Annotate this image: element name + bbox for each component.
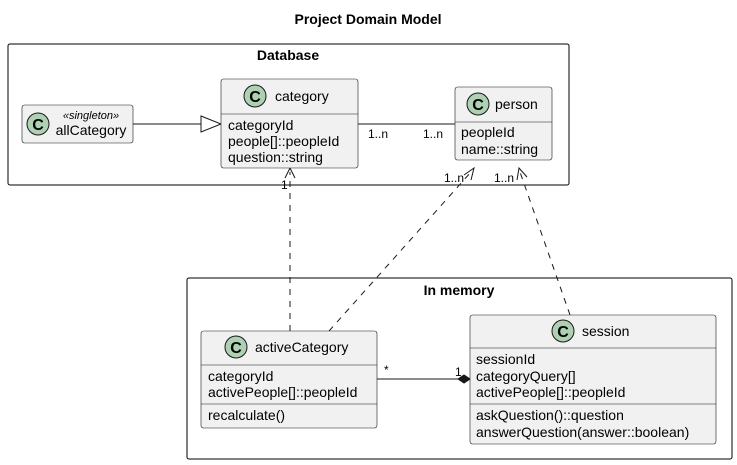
mult-active-to-person: 1..n	[444, 171, 464, 185]
diagram-title: Project Domain Model	[294, 11, 441, 27]
mult-active-session-left: *	[384, 363, 389, 377]
edge-activecategory-session: * 1	[377, 363, 471, 384]
class-session[interactable]: C session sessionId categoryQuery[] acti…	[469, 314, 717, 445]
class-category-name: category	[275, 88, 329, 104]
edge-category-person: 1..n 1..n	[358, 123, 455, 141]
class-icon	[26, 112, 50, 136]
class-category[interactable]: C category categoryId people[]::peopleId…	[220, 78, 359, 169]
generalization-arrowhead	[200, 115, 223, 133]
class-icon-letter: C	[230, 340, 242, 357]
class-icon	[243, 84, 267, 108]
edge-session-person: 1..n	[494, 166, 571, 316]
mult-active-to-category: 1	[281, 178, 288, 192]
class-session-box	[469, 314, 717, 445]
class-allcategory-name: allCategory	[56, 122, 127, 138]
package-in-memory: In memory	[186, 277, 733, 460]
mult-category-person-left: 1..n	[368, 127, 388, 141]
package-in-memory-frame	[186, 277, 733, 460]
class-icon-letter: C	[472, 97, 484, 114]
class-session-name: session	[582, 323, 629, 339]
class-activecategory-method-0: recalculate()	[208, 407, 285, 423]
class-activecategory[interactable]: C activeCategory categoryId activePeople…	[200, 330, 378, 429]
class-allcategory-box	[21, 104, 134, 144]
package-database-frame	[7, 43, 570, 186]
class-category-attr-1: people[]::peopleId	[228, 133, 339, 149]
class-session-attr-2: activePeople[]::peopleId	[476, 384, 625, 400]
class-person[interactable]: C person peopleId name::string	[454, 86, 553, 161]
edge-activecategory-category: 1	[281, 166, 296, 331]
class-category-attr-0: categoryId	[228, 117, 293, 133]
edge-activecategory-person: 1..n	[328, 166, 475, 332]
dependency-arrowhead	[516, 166, 528, 181]
dependency-line	[519, 171, 571, 316]
edge-allcategory-category	[133, 115, 223, 133]
package-in-memory-label: In memory	[424, 282, 495, 298]
mult-session-to-person: 1..n	[494, 171, 514, 185]
class-person-name: person	[495, 96, 538, 112]
class-icon-letter: C	[557, 324, 569, 341]
class-session-method-0: askQuestion()::question	[476, 407, 624, 423]
package-database-label: Database	[257, 47, 319, 63]
class-person-attr-0: peopleId	[461, 124, 515, 140]
class-activecategory-attr-0: categoryId	[208, 368, 273, 384]
class-activecategory-name: activeCategory	[255, 339, 348, 355]
class-icon	[466, 92, 490, 116]
class-icon	[224, 335, 248, 359]
class-session-attr-0: sessionId	[476, 351, 535, 367]
class-person-attr-1: name::string	[461, 141, 538, 157]
class-activecategory-attr-1: activePeople[]::peopleId	[208, 384, 357, 400]
mult-active-session-right: 1	[455, 365, 462, 379]
class-icon-letter: C	[32, 117, 44, 134]
class-category-attr-2: question::string	[228, 149, 323, 165]
package-database: Database	[7, 43, 570, 186]
dependency-arrowhead	[463, 166, 475, 181]
class-allcategory-stereotype: «singleton»	[63, 110, 119, 122]
mult-category-person-right: 1..n	[423, 127, 443, 141]
class-session-attr-1: categoryQuery[]	[476, 368, 576, 384]
class-session-method-1: answerQuestion(answer::boolean)	[476, 424, 689, 440]
class-icon	[551, 319, 575, 343]
class-allcategory[interactable]: C «singleton» allCategory	[21, 104, 134, 144]
dependency-line	[328, 171, 472, 332]
class-icon-letter: C	[249, 89, 261, 106]
